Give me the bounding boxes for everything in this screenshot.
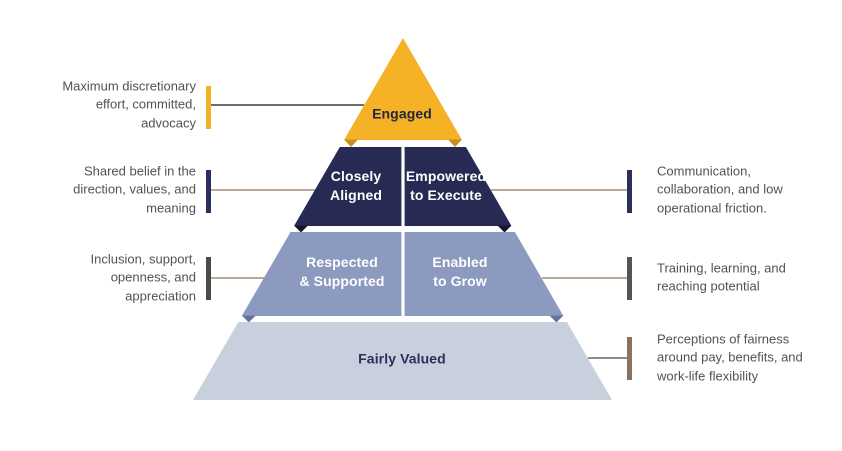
leader-line-right-3: [588, 357, 627, 359]
cell-label-enabled-to-grow: Enabled to Grow: [432, 254, 488, 289]
annotation-left-respected: Inclusion, support, openness, and apprec…: [90, 251, 196, 304]
leader-line-right-2: [542, 277, 627, 279]
pyramid-level-engaged: [344, 38, 462, 140]
fold-corner: [294, 225, 308, 233]
fold-corner: [241, 315, 256, 323]
annotation-right-fairly-valued: Perceptions of fairness around pay, bene…: [657, 331, 803, 384]
tick-bar-right-2: [627, 257, 632, 300]
cell-label-empowered-to-execute: Empowered to Execute: [405, 168, 487, 203]
cell-label-closely-aligned: Closely Aligned: [329, 168, 383, 203]
annotation-right-empowered: Communication, collaboration, and low op…: [657, 163, 783, 216]
pyramid-level-fairly-valued: [193, 322, 612, 400]
fold-corner: [344, 139, 358, 147]
annotation-left-engaged: Maximum discretionary effort, committed,…: [62, 78, 196, 131]
leader-line-right-1: [491, 189, 627, 191]
level-label-fairly-valued: Fairly Valued: [358, 350, 446, 367]
fold-corner: [549, 315, 564, 323]
tick-bar-left-2: [206, 170, 211, 213]
annotation-right-enabled: Training, learning, and reaching potenti…: [657, 260, 786, 294]
cell-label-respected-supported: Respected & Supported: [299, 254, 385, 289]
tick-bar-right-3: [627, 337, 632, 380]
cell-divider-level-2: [401, 147, 405, 226]
leader-line-left-1: [211, 104, 364, 106]
leader-line-left-2: [211, 189, 315, 191]
annotation-left-aligned: Shared belief in the direction, values, …: [73, 163, 196, 216]
fold-corner: [448, 139, 462, 147]
level-label-engaged: Engaged: [372, 105, 432, 122]
tick-bar-left-3: [206, 257, 211, 300]
leader-line-left-3: [211, 277, 264, 279]
fold-corner: [497, 225, 512, 233]
tick-bar-right-1: [627, 170, 632, 213]
tick-bar-left-1: [206, 86, 211, 129]
cell-divider-level-3: [401, 232, 405, 316]
